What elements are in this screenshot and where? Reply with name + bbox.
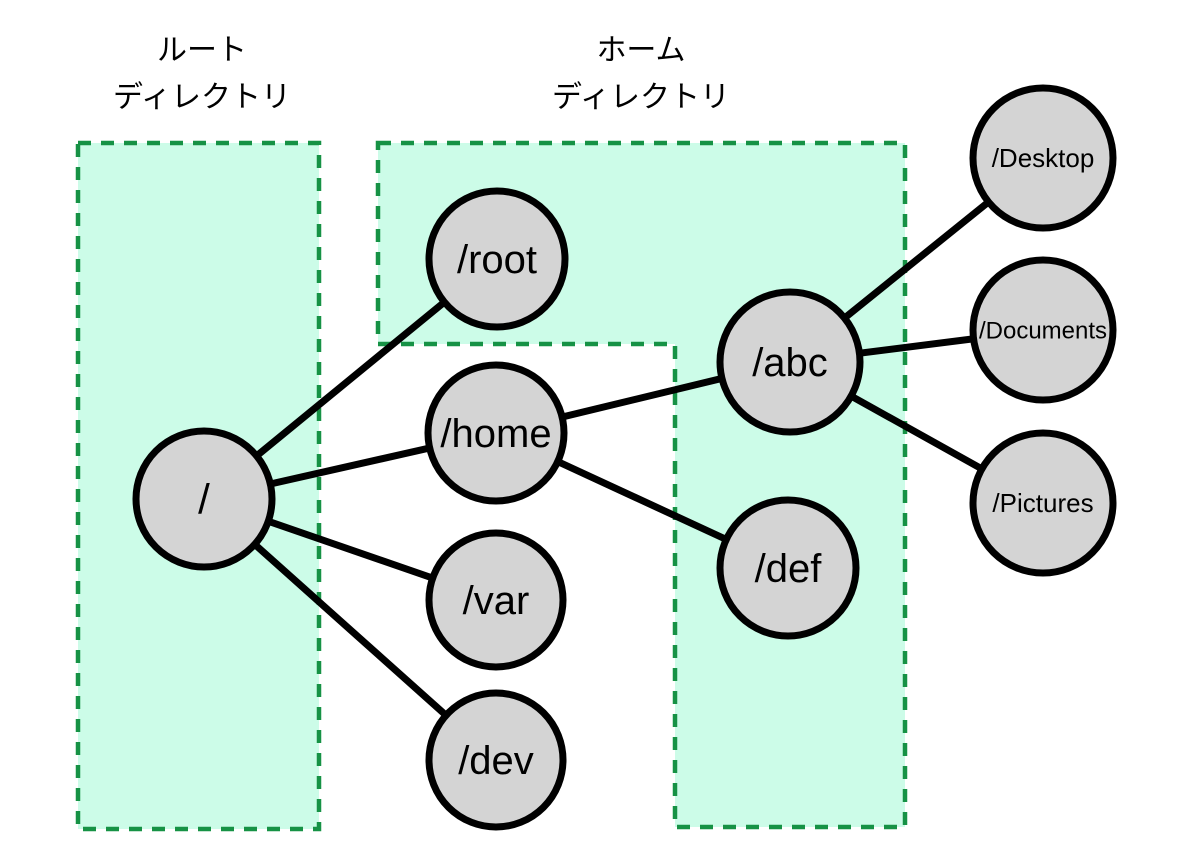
node-desktop	[969, 84, 1117, 232]
node-def-label: /def	[755, 547, 823, 591]
node-home	[424, 361, 568, 505]
node-root-label: /root	[457, 238, 537, 282]
root-directory-region-label-line-2: ディレクトリ	[113, 81, 291, 114]
node-dev	[425, 689, 567, 831]
node-abc-label: /abc	[752, 341, 828, 385]
node-var-label: /var	[463, 579, 530, 623]
node-desktop-label: /Desktop	[992, 143, 1095, 173]
home-directory-region-label-line-1: ホーム	[596, 34, 685, 67]
node-documents-label: /Documents	[979, 317, 1107, 344]
root-directory-region-label-line-1: ルート	[157, 34, 247, 67]
node-home-label: /home	[440, 412, 551, 456]
node-slash-label: /	[198, 476, 210, 523]
node-pictures-label: /Pictures	[992, 488, 1093, 518]
node-def	[716, 496, 860, 640]
node-abc	[716, 288, 864, 436]
node-pictures	[969, 429, 1117, 577]
home-directory-region-label-line-2: ディレクトリ	[552, 81, 730, 114]
node-documents	[969, 256, 1117, 404]
node-slash	[132, 427, 276, 571]
node-var	[425, 529, 567, 671]
node-dev-label: /dev	[458, 739, 534, 783]
node-root	[425, 187, 569, 331]
